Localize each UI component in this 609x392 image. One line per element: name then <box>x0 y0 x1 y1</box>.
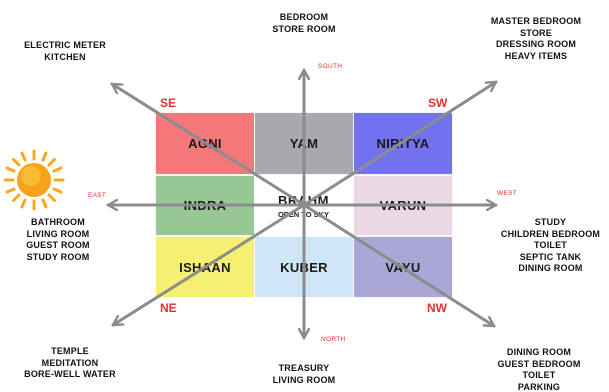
direction-label-north: NORTH <box>321 336 346 343</box>
corner-label-sw: SW <box>428 96 448 110</box>
center-subtitle: OPEN TO SKY <box>274 210 333 219</box>
zone-niritya: NIRITYA <box>353 112 453 175</box>
zone-yam: YAM <box>254 112 354 175</box>
corner-label-nw: NW <box>427 301 447 315</box>
rooms-top-left: ELECTRIC METER KITCHEN <box>24 40 106 62</box>
zone-agni: AGNI <box>155 112 255 175</box>
sun-icon <box>3 149 65 211</box>
rooms-top-right: MASTER BEDROOM STORE DRESSING ROOM HEAVY… <box>490 16 582 61</box>
center-title: BRAHM <box>274 193 333 208</box>
rooms-bottom-left: TEMPLE MEDITATION BORE-WELL WATER <box>24 346 116 379</box>
rooms-bottom: TREASURY LIVING ROOM <box>272 363 336 385</box>
rooms-right: STUDY CHILDREN BEDROOM TOILET SEPTIC TAN… <box>500 217 601 273</box>
center-zone-brahm: BRAHM OPEN TO SKY <box>254 176 353 236</box>
rooms-top: BEDROOM STORE ROOM <box>272 12 336 34</box>
corner-label-se: SE <box>160 96 177 110</box>
direction-label-south: SOUTH <box>318 63 343 70</box>
rooms-left: BATHROOM LIVING ROOM GUEST ROOM STUDY RO… <box>26 217 90 262</box>
zone-vayu: VAYU <box>353 236 453 298</box>
rooms-bottom-right: DINING ROOM GUEST BEDROOM TOILET PARKING <box>497 347 581 392</box>
direction-label-east: EAST <box>88 192 107 199</box>
zone-kuber: KUBER <box>254 236 354 298</box>
zone-ishaan: ISHAAN <box>155 236 255 298</box>
zone-varun: VARUN <box>353 175 453 236</box>
direction-label-west: WEST <box>497 190 517 197</box>
corner-label-ne: NE <box>160 301 177 315</box>
zone-indra: INDRA <box>155 175 255 236</box>
